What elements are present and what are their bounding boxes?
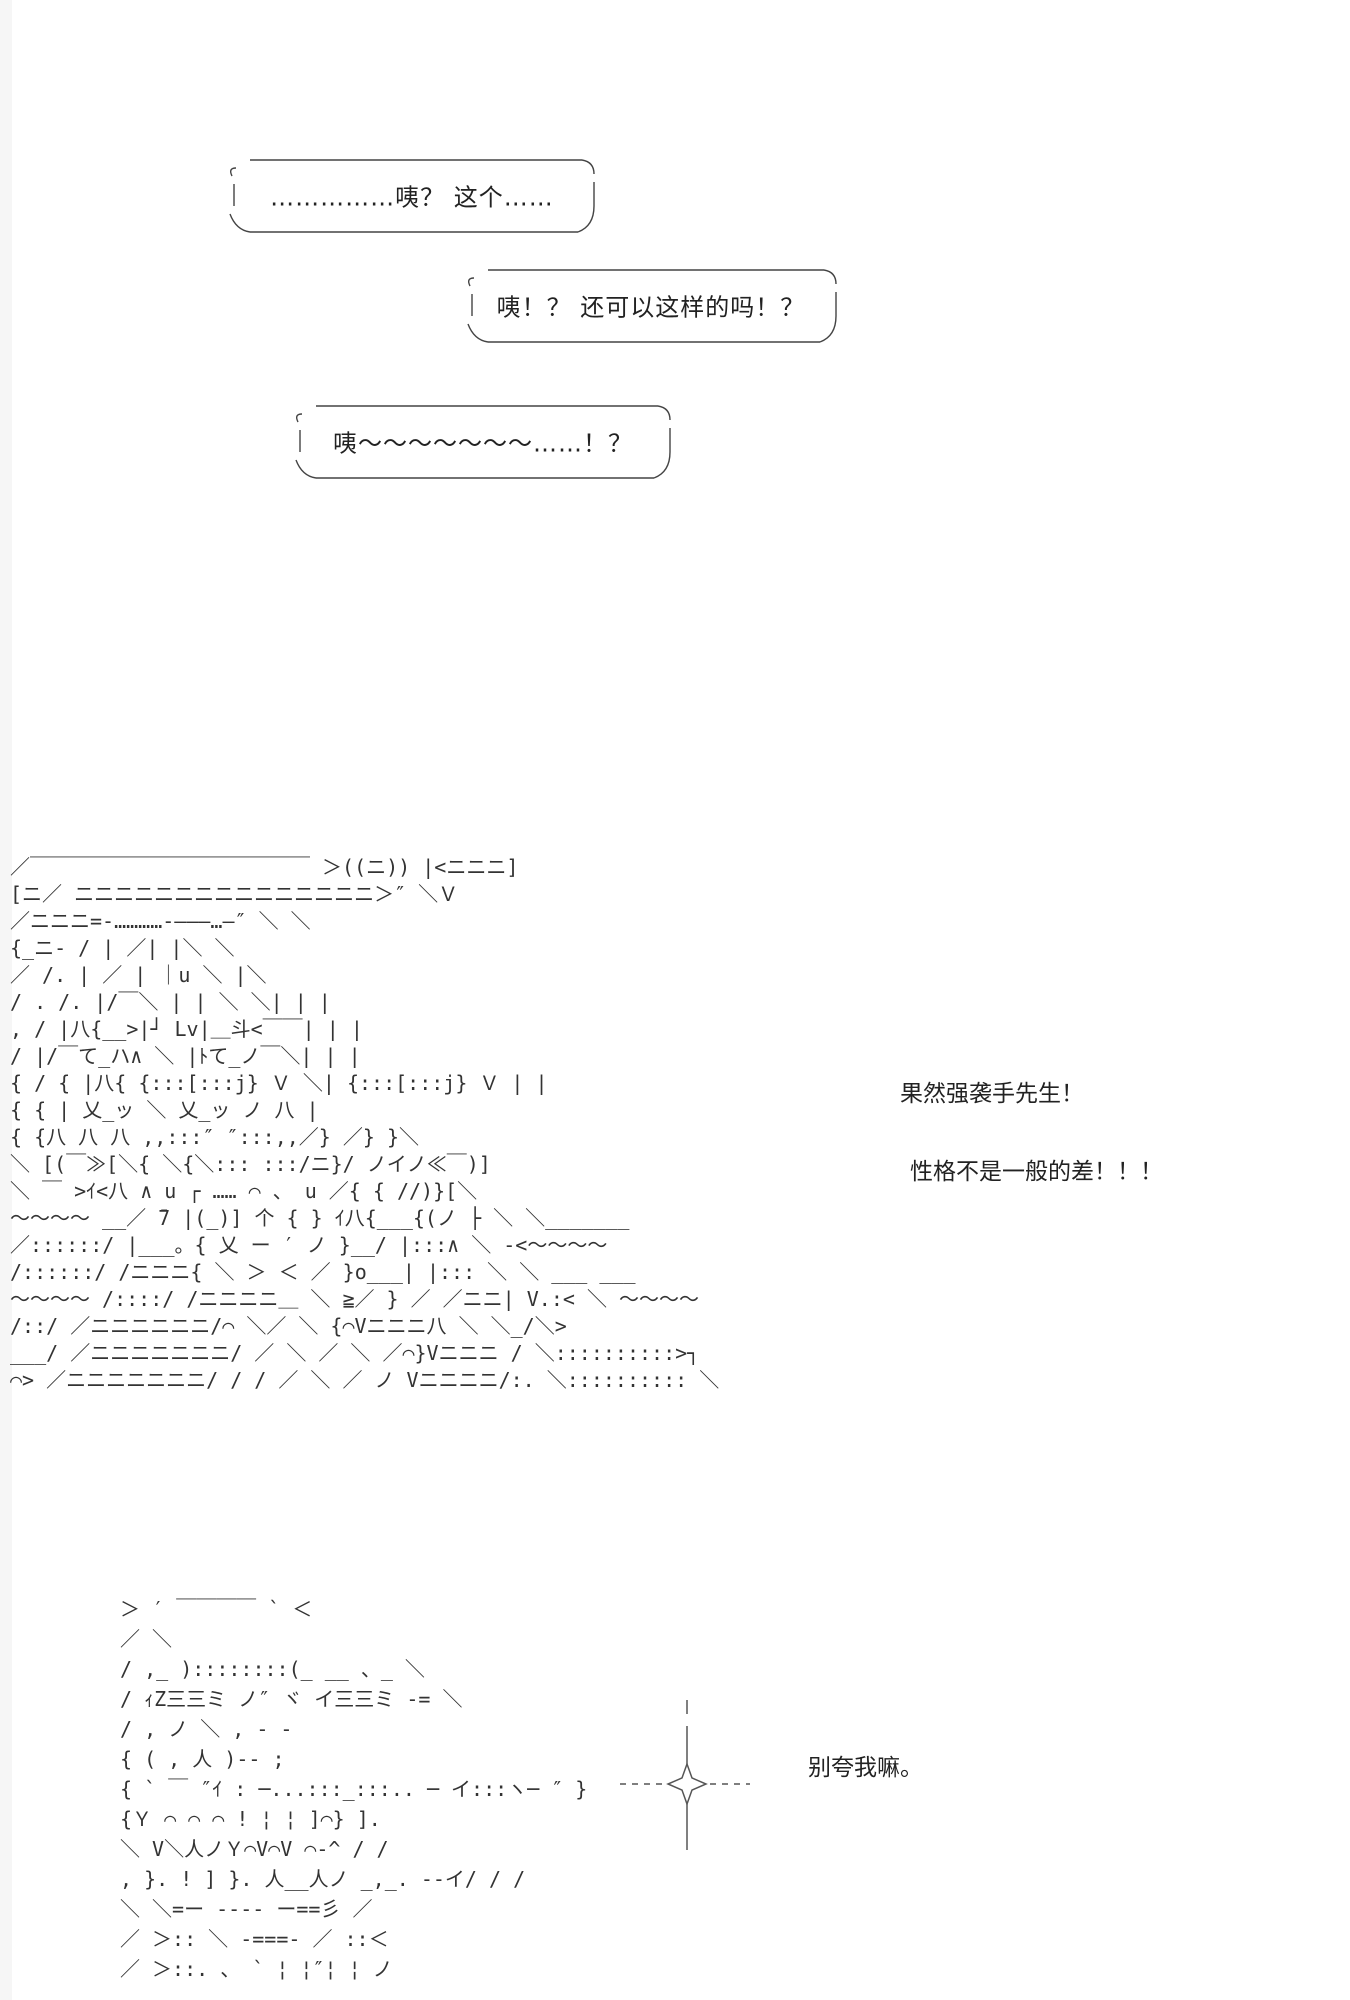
sparkle-icon — [620, 1700, 750, 1850]
art-line: ／ ＞:: ＼ ‐===- ／ ::＜ — [120, 1927, 389, 1951]
art-line: {Ｙ ⌒ ⌒ ⌒ ! ¦ ¦ ]⌒} ]. — [120, 1807, 381, 1831]
art-line: ／ニニニ=-…………-―――…―″ ＼ ＼ — [10, 909, 311, 933]
art-line: / . /. |/￣＼ | | ＼ ＼| | | — [10, 990, 331, 1014]
art-line: ／￣￣￣￣￣￣￣￣￣￣￣￣￣￣ ＞((ニ)) |<ニニニ] — [10, 855, 518, 879]
art-line: / ,_ )::::::::(_ __ 、_ ＼ — [120, 1657, 425, 1681]
speech-balloon-1: ……………咦？ 这个…… — [222, 152, 602, 238]
art-line: ／ ＞::. 、 ` ¦ ¦″¦ ¦ ノ — [120, 1957, 393, 1981]
ascii-art-grin: ＞ ′ ￣￣￣￣ ` ＜ ／ ＼ / ,_ )::::::::(_ __ 、_ … — [120, 1590, 800, 2000]
ascii-art-bottom: ＞ ′ ￣￣￣￣ ` ＜ ／ ＼ / ,_ )::::::::(_ __ 、_ … — [120, 1597, 587, 1981]
art-line: / , ノ ＼ , - - — [120, 1717, 292, 1741]
art-line: ⌒> ／ニニニニニニニ/ / / ／ ＼ ／ ノ Vニニニニ/:. ＼:::::… — [10, 1368, 719, 1392]
art-line: /::/ ／ニニニニニニ/⌒ ＼／ ＼ {⌒Vニニニ八 ＼ ＼_/＼> — [10, 1314, 567, 1338]
art-line: ／::::::/ |___。{ 乂 ー ′ ノ }__/ |:::∧ ＼ -<～… — [10, 1233, 607, 1257]
art-line: , / |八{__>|┘ Lv|＿斗<￣￣| | | — [10, 1017, 363, 1041]
art-line: {_ニ- / | ／| |＼ ＼ — [10, 936, 235, 960]
art-line: { { | 乂_ッ ＼ 乂_ッ ノ 八 | — [10, 1098, 319, 1122]
balloon-text: 咦～～～～～～～……！？ — [333, 429, 633, 458]
ascii-art-main: ／￣￣￣￣￣￣￣￣￣￣￣￣￣￣ ＞((ニ)) |<ニニニ] [ニ／ ニニニニニニ… — [10, 855, 719, 1392]
art-line: { / { |八{ {:::[:::j} Ｖ ＼| {:::[:::j} Ｖ |… — [10, 1071, 548, 1095]
balloon-text: ……………咦？ 这个…… — [270, 183, 554, 212]
art-line: { ` ￣ ″ｲ : ─...:::_:::.. ─ イ:::ヽ─ ″ } — [120, 1777, 587, 1801]
art-line: / |/￣て_ハ∧ ＼ |ﾄて_ノ￣＼| | | — [10, 1044, 361, 1068]
art-line: ＼ ＼=ー ---- ー==彡 ／ — [120, 1897, 372, 1921]
art-line: / ｨZ三三ミ ノ″ ヾ イ三三ミ -= ＼ — [120, 1687, 462, 1711]
caption-line-3: 别夸我嘛。 — [808, 1755, 923, 1781]
art-line: [ニ／ ニニニニニニニニニニニニニニニ＞″ ＼Ｖ — [10, 882, 458, 906]
ascii-art-character: ／￣￣￣￣￣￣￣￣￣￣￣￣￣￣ ＞((ニ)) |<ニニニ] [ニ／ ニニニニニニ… — [10, 850, 1090, 1410]
caption-line-2: 性格不是一般的差！！！ — [910, 1159, 1163, 1185]
art-line: , }. ! ] }. 人__人ノ _,_. --イ/ / / — [120, 1867, 525, 1891]
art-line: { {八 八 八 ,,:::″ ″:::,,／} ／} }＼ — [10, 1125, 419, 1149]
art-line: ＼ ￣ >ｲ<八 ∧ u ┌ …… ⌒ 、 u ／{ { //)}[＼ — [10, 1179, 477, 1203]
art-line: ～～～～ /::::/ /ニニニニ＿ ＼ ≧／ } ／ ／ニニ| V.:< ＼ … — [10, 1287, 699, 1311]
speech-balloon-2: 咦！？ 还可以这样的吗！？ — [460, 262, 842, 348]
art-line: ／ /. | ／ | ｜u ＼ |＼ — [10, 963, 267, 987]
art-line: ＼ V＼人ノＹ⌒V⌒V ⌒-^ / / — [120, 1837, 389, 1861]
art-line: ___/ ／ニニニニニニニ/ ／ ＼ ／ ＼ ／⌒}Vニニニ / ＼::::::… — [10, 1341, 699, 1365]
art-line: ＞ ′ ￣￣￣￣ ` ＜ — [120, 1597, 312, 1621]
balloon-frame — [229, 159, 595, 233]
balloon-frame — [467, 269, 837, 343]
page-edge — [0, 0, 12, 2000]
art-line: ＼ [(￣≫[＼{ ＼{＼::: :::/ニ}/ ノイノ≪￣)] — [10, 1152, 491, 1176]
caption-line-1: 果然强袭手先生！ — [900, 1081, 1084, 1107]
speech-balloon-3: 咦～～～～～～～……！？ — [288, 398, 678, 484]
art-line: ／ ＼ — [120, 1627, 172, 1651]
art-line: ～～～～ __／ ̄7 |(_)] 个 { } ｲ八{___{(ノ ├ ＼ ＼_… — [10, 1206, 630, 1230]
art-line: /::::::/ /ニニニ{ ＼ ＞ ＜ ／ }o___| |::: ＼ ＼ _… — [10, 1260, 636, 1284]
art-line: { ( , 人 )-- ; — [120, 1747, 285, 1771]
balloon-frame — [295, 405, 671, 479]
balloon-text: 咦！？ 还可以这样的吗！？ — [496, 293, 806, 322]
